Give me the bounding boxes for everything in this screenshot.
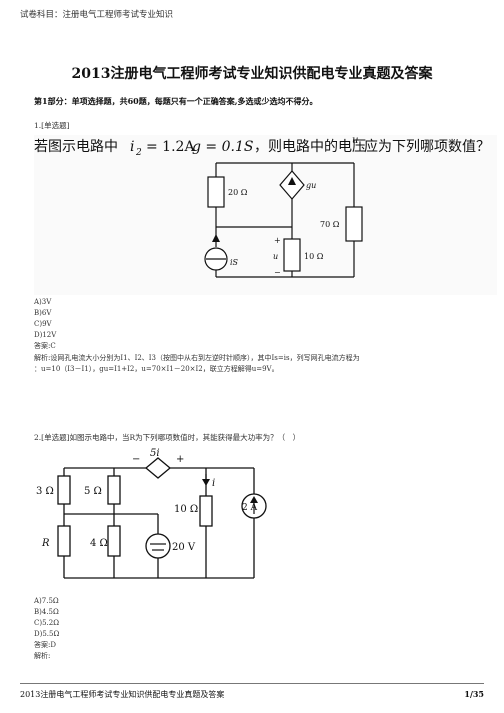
q1-dep-source-label: gu [306, 181, 316, 190]
q2-r3-label: 4 Ω [90, 538, 108, 549]
q2-answer: 答案:D [34, 641, 56, 649]
q2-option-b: B)4.5Ω [34, 608, 59, 616]
q2-option-c: C)5.2Ω [34, 619, 60, 627]
q2-current-source-label: 2 A [242, 503, 258, 513]
q1-answer: 答案:C [34, 342, 56, 350]
footer-document-title: 2013注册电气工程师考试专业知识供配电专业真题及答案 [20, 690, 225, 699]
q1-stem-end: 应为下列哪项数值？（ ） [364, 138, 497, 155]
q1-analysis-line-1: 解析:设网孔电流大小分别为I1、I2、I3（按图中从右到左逆时针顺序），其中Is… [34, 354, 360, 362]
q2-r1-label: 3 Ω [36, 486, 54, 497]
q1-option-b: B)6V [34, 309, 52, 317]
q2-r4-label: 10 Ω [174, 504, 198, 515]
q2-dep-source-label: 5i [150, 448, 160, 459]
question-1-circuit-figure: 若图示电路中 i 2 = 1.2A g = 0.1S ，则电路中的电压 u 应为… [34, 135, 497, 295]
q1-minus: − [274, 268, 281, 277]
q1-u-label: u [273, 252, 278, 261]
section-heading: 第1部分：单项选择题，共60题，每题只有一个正确答案,多选或少选均不得分。 [34, 96, 318, 106]
footer-divider [20, 683, 484, 684]
q1-u-var: u [352, 135, 358, 146]
question-2-circuit-figure: 5i − + 3 Ω 5 Ω 4 Ω 10 Ω R i 20 V 2 A [34, 446, 270, 587]
q1-i2-value: = 1.2A [146, 139, 195, 155]
q2-r2-label: 5 Ω [84, 486, 102, 497]
q2-plus: + [176, 454, 184, 465]
q1-stem-text: 若图示电路中 [34, 139, 118, 155]
q2-voltage-source-label: 20 V [172, 542, 196, 553]
q1-option-c: C)9V [34, 320, 52, 328]
page-title: 2013注册电气工程师考试专业知识供配电专业真题及答案 [71, 66, 433, 82]
q1-plus: + [274, 236, 281, 245]
q1-source-label: iS [230, 258, 239, 267]
q1-r2-label: 10 Ω [304, 252, 324, 261]
q2-analysis: 解析: [34, 652, 51, 660]
q2-option-a: A)7.5Ω [34, 597, 59, 605]
q1-r1-label: 20 Ω [228, 188, 248, 197]
question-1-heading: 1.[单选题] [34, 121, 70, 130]
q1-i2-symbol: i [130, 139, 134, 155]
q2-current-label: i [212, 478, 215, 489]
q1-analysis-line-2: ：u=10（I3－I1），gu=I1+I2，u=70×I1－20×I2，联立方程… [34, 365, 279, 373]
q1-i2-subscript: 2 [135, 148, 142, 158]
q2-minus: − [132, 454, 140, 465]
q2-r-var-label: R [41, 538, 50, 549]
q1-stem-tail: ，则电路中的电压 [254, 139, 366, 155]
q2-option-d: D)5.5Ω [34, 630, 60, 638]
question-2-heading: 2.[单选题]如图示电路中，当R为下列哪项数值时，其能获得最大功率为？（ ） [34, 433, 301, 442]
q1-option-d: D)12V [34, 331, 57, 339]
q1-r3-label: 70 Ω [320, 220, 340, 229]
subject-label: 试卷科目：注册电气工程师考试专业知识 [20, 10, 174, 20]
page-number: 1/35 [464, 689, 484, 699]
q1-option-a: A)3V [34, 298, 52, 306]
q1-g-value: g = 0.1S [192, 139, 253, 155]
